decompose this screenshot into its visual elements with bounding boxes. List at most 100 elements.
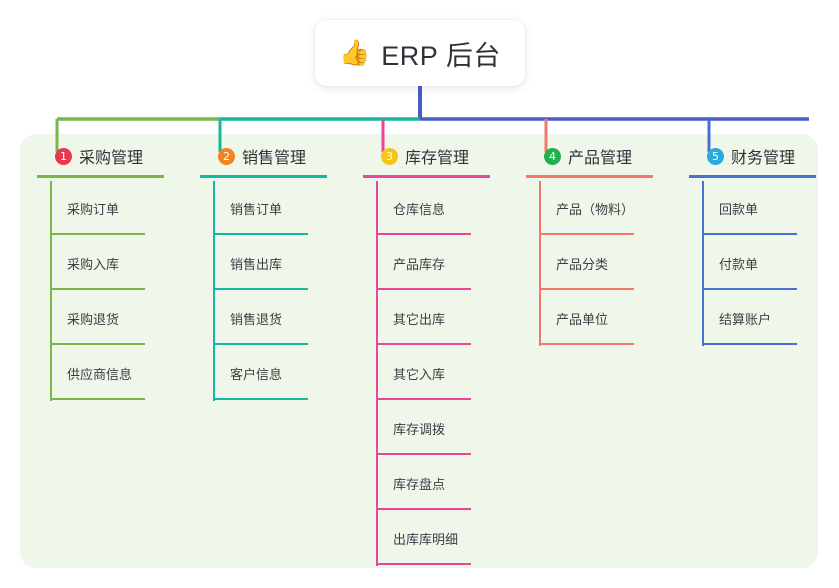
leaf-rule <box>50 288 145 290</box>
branch-label-2: 销售管理 <box>242 150 307 167</box>
leaf-rule <box>213 398 308 400</box>
leaf-item[interactable]: 产品单位 <box>526 291 686 346</box>
leaf-item[interactable]: 库存盘点 <box>363 456 523 511</box>
diagram-panel <box>20 134 818 568</box>
leaf-label: 销售出库 <box>230 257 283 272</box>
leaf-rule <box>539 343 634 345</box>
leaf-rule <box>213 233 308 235</box>
leaf-label: 回款单 <box>719 202 759 217</box>
leaf-rule <box>376 233 471 235</box>
branch-badge-5: 5 <box>707 147 724 165</box>
leaf-label: 产品（物料） <box>556 202 635 217</box>
branch-badge-2: 2 <box>218 147 235 165</box>
leaf-item[interactable]: 产品库存 <box>363 236 523 291</box>
leaf-item[interactable]: 其它出库 <box>363 291 523 346</box>
leaf-spine <box>539 181 541 346</box>
thumbs-up-icon: 👍 <box>339 38 371 67</box>
leaf-list-1: 采购订单采购入库采购退货供应商信息 <box>37 181 197 401</box>
branch-header-3[interactable]: 3 库存管理 <box>363 134 523 178</box>
branch-badge-1: 1 <box>55 147 72 165</box>
leaf-rule <box>50 233 145 235</box>
branch-header-4[interactable]: 4 产品管理 <box>526 134 686 178</box>
leaf-list-3: 仓库信息产品库存其它出库其它入库库存调拨库存盘点出库库明细 <box>363 181 523 566</box>
branch-header-5[interactable]: 5 财务管理 <box>689 134 839 178</box>
leaf-label: 其它出库 <box>393 312 446 327</box>
leaf-label: 采购入库 <box>67 257 120 272</box>
branch-badge-4: 4 <box>544 147 561 165</box>
leaf-list-4: 产品（物料） 产品分类产品单位 <box>526 181 686 346</box>
leaf-label: 产品单位 <box>556 312 609 327</box>
leaf-item[interactable]: 供应商信息 <box>37 346 197 401</box>
leaf-item[interactable]: 付款单 <box>689 236 839 291</box>
leaf-list-5: 回款单付款单结算账户 <box>689 181 839 346</box>
leaf-item[interactable]: 客户信息 <box>200 346 360 401</box>
branch-column-1: 1 采购管理 采购订单采购入库采购退货供应商信息 <box>37 134 197 401</box>
leaf-item[interactable]: 销售退货 <box>200 291 360 346</box>
leaf-item[interactable]: 销售订单 <box>200 181 360 236</box>
leaf-label: 销售退货 <box>230 312 283 327</box>
branch-column-2: 2 销售管理 销售订单销售出库销售退货客户信息 <box>200 134 360 401</box>
leaf-item[interactable]: 仓库信息 <box>363 181 523 236</box>
branch-header-1[interactable]: 1 采购管理 <box>37 134 197 178</box>
branch-label-3: 库存管理 <box>405 150 470 167</box>
branch-rule-2 <box>200 175 327 178</box>
leaf-label: 供应商信息 <box>67 367 133 382</box>
leaf-item[interactable]: 采购入库 <box>37 236 197 291</box>
leaf-label: 出库库明细 <box>393 532 459 547</box>
leaf-rule <box>376 563 471 565</box>
branch-rule-5 <box>689 175 816 178</box>
branch-column-4: 4 产品管理 产品（物料） 产品分类产品单位 <box>526 134 686 346</box>
leaf-rule <box>213 343 308 345</box>
leaf-rule <box>50 343 145 345</box>
leaf-label: 结算账户 <box>719 312 772 327</box>
leaf-spine <box>702 181 704 346</box>
leaf-rule <box>376 508 471 510</box>
branch-label-1: 采购管理 <box>79 150 144 167</box>
leaf-label: 仓库信息 <box>393 202 446 217</box>
leaf-item[interactable]: 库存调拨 <box>363 401 523 456</box>
leaf-rule <box>213 288 308 290</box>
leaf-spine <box>213 181 215 401</box>
branch-column-5: 5 财务管理 回款单付款单结算账户 <box>689 134 839 346</box>
leaf-item[interactable]: 产品分类 <box>526 236 686 291</box>
leaf-item[interactable]: 采购订单 <box>37 181 197 236</box>
branch-rule-3 <box>363 175 490 178</box>
leaf-rule <box>539 288 634 290</box>
leaf-rule <box>376 453 471 455</box>
leaf-rule <box>702 343 797 345</box>
branch-label-4: 产品管理 <box>568 150 633 167</box>
branch-columns: 1 采购管理 采购订单采购入库采购退货供应商信息 2 销售管理 销售订单销售出库… <box>20 134 818 568</box>
leaf-label: 产品分类 <box>556 257 609 272</box>
leaf-item[interactable]: 销售出库 <box>200 236 360 291</box>
leaf-label: 采购退货 <box>67 312 120 327</box>
leaf-rule <box>539 233 634 235</box>
leaf-item[interactable]: 回款单 <box>689 181 839 236</box>
leaf-rule <box>376 343 471 345</box>
leaf-item[interactable]: 其它入库 <box>363 346 523 401</box>
leaf-label: 库存调拨 <box>393 422 446 437</box>
leaf-rule <box>50 398 145 400</box>
leaf-label: 销售订单 <box>230 202 283 217</box>
leaf-item[interactable]: 产品（物料） <box>526 181 686 236</box>
branch-rule-1 <box>37 175 164 178</box>
leaf-item[interactable]: 采购退货 <box>37 291 197 346</box>
leaf-rule <box>376 288 471 290</box>
leaf-item[interactable]: 出库库明细 <box>363 511 523 566</box>
branch-label-5: 财务管理 <box>731 150 796 167</box>
leaf-rule <box>376 398 471 400</box>
leaf-rule <box>702 288 797 290</box>
leaf-list-2: 销售订单销售出库销售退货客户信息 <box>200 181 360 401</box>
root-title: ERP 后台 <box>381 40 501 71</box>
leaf-label: 其它入库 <box>393 367 446 382</box>
leaf-label: 采购订单 <box>67 202 120 217</box>
branch-column-3: 3 库存管理 仓库信息产品库存其它出库其它入库库存调拨库存盘点出库库明细 <box>363 134 523 566</box>
leaf-label: 产品库存 <box>393 257 446 272</box>
leaf-label: 客户信息 <box>230 367 283 382</box>
leaf-label: 付款单 <box>719 257 759 272</box>
branch-header-2[interactable]: 2 销售管理 <box>200 134 360 178</box>
branch-rule-4 <box>526 175 653 178</box>
leaf-rule <box>702 233 797 235</box>
leaf-item[interactable]: 结算账户 <box>689 291 839 346</box>
root-node[interactable]: 👍 ERP 后台 <box>315 20 525 86</box>
